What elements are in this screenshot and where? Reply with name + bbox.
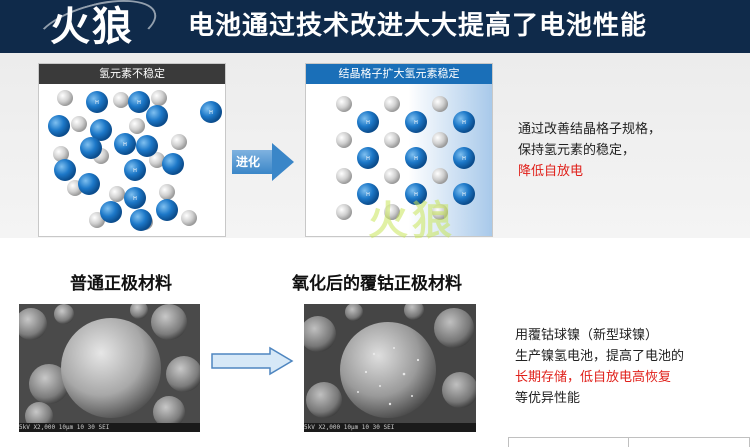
disordered-atom-diagram: H H H H H H — [48, 90, 222, 231]
lattice-h-marks: H H H H H H H H H — [366, 120, 466, 198]
svg-text:H: H — [366, 192, 370, 198]
page-title: 电池通过技术改进大大提高了电池性能 — [188, 11, 648, 41]
svg-text:H: H — [462, 120, 466, 126]
stable-hydrogen-panel: 结晶格子扩大氢元素稳定 H H H H H H H H H — [305, 63, 493, 237]
svg-text:H: H — [133, 196, 137, 202]
cobalt-description-line4: 等优异性能 — [515, 391, 581, 406]
lattice-description-line2: 保持氢元素的稳定， — [518, 143, 636, 158]
svg-text:H: H — [414, 120, 418, 126]
svg-text:H: H — [462, 156, 466, 162]
cobalt-coated-cathode-caption: 氧化后的覆钴正极材料 — [292, 274, 462, 294]
sem-particles-right — [304, 304, 476, 423]
evolve-arrow-label: 进化 — [236, 155, 261, 169]
lattice-blue-atoms — [357, 111, 475, 205]
normal-cathode-sem-image: 5kV X2,000 10μm 10 30 SEI — [19, 304, 200, 432]
svg-text:H: H — [414, 156, 418, 162]
sem-scale-bar-left: 5kV X2,000 10μm 10 30 SEI — [19, 423, 200, 432]
blue-atoms — [48, 91, 222, 231]
cobalt-description-line2: 生产镍氢电池，提高了电池的 — [515, 349, 685, 364]
svg-text:H: H — [95, 100, 99, 106]
cobalt-description-highlight: 长期存储，低自放电高恢复 — [515, 370, 672, 385]
grey-atoms — [53, 90, 197, 230]
normal-cathode-caption: 普通正极材料 — [70, 274, 172, 294]
ordered-lattice-diagram: H H H H H H H H H — [336, 96, 475, 220]
svg-text:H: H — [137, 100, 141, 106]
watermark-text: 火狼 — [368, 197, 456, 244]
cobalt-cathode-sem-image: 5kV X2,000 10μm 10 30 SEI — [304, 304, 476, 432]
unstable-hydrogen-panel: 氢元素不稳定 H H H H H H — [38, 63, 226, 237]
lattice-description-highlight: 降低自放电 — [518, 164, 584, 179]
transform-arrow — [211, 346, 294, 376]
svg-text:H: H — [366, 156, 370, 162]
stable-panel-label: 结晶格子扩大氢元素稳定 — [306, 64, 492, 84]
atom-h-marks: H H H H H H — [95, 100, 213, 202]
svg-text:H: H — [133, 168, 137, 174]
cobalt-description-line1: 用覆钴球镍（新型球镍） — [515, 328, 659, 343]
sem-scale-bar-right: 5kV X2,000 10μm 10 30 SEI — [304, 423, 476, 432]
brand-logo: 火狼 — [50, 3, 134, 50]
header-banner: 火狼 电池通过技术改进大大提高了电池性能 — [0, 0, 750, 53]
svg-text:H: H — [414, 192, 418, 198]
svg-text:H: H — [209, 110, 213, 116]
cobalt-description: 用覆钴球镍（新型球镍） 生产镍氢电池，提高了电池的 长期存储，低自放电高恢复 等… — [515, 325, 684, 409]
svg-text:H: H — [123, 142, 127, 148]
lattice-description: 通过改善结晶格子规格， 保持氢元素的稳定， 降低自放电 — [518, 119, 661, 182]
unstable-panel-label: 氢元素不稳定 — [39, 64, 225, 84]
lattice-description-line1: 通过改善结晶格子规格， — [518, 122, 662, 137]
sem-particles-left — [19, 304, 200, 430]
cobalt-surface-specks — [357, 347, 420, 406]
svg-text:H: H — [366, 120, 370, 126]
lattice-grey-atoms — [336, 96, 448, 220]
evolve-arrow: 进化 — [232, 143, 294, 181]
svg-text:H: H — [462, 192, 466, 198]
